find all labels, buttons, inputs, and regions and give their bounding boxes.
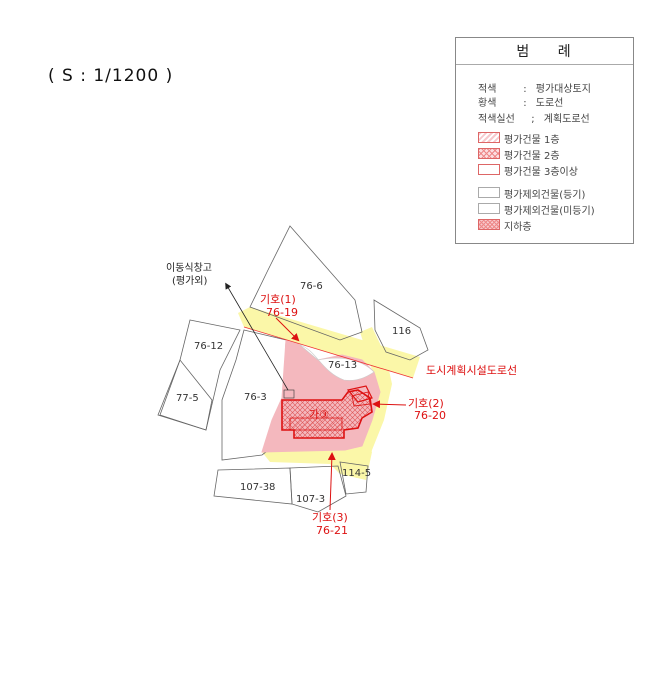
mark2-title: 기호(2): [408, 397, 444, 410]
legend-key: 적색실선: [478, 114, 515, 125]
parcel-label: 77-5: [176, 393, 199, 404]
parcel-label: 76-12: [194, 341, 223, 352]
parcel-76-6: [249, 225, 363, 341]
legend-sep: :: [523, 98, 527, 109]
legend-value: 계획도로선: [543, 114, 590, 125]
mark1-arrow: [275, 317, 300, 342]
parcel-114-5: [339, 461, 369, 495]
legend-key: 적색: [478, 84, 497, 95]
parcel-76-13-gap: [299, 344, 375, 381]
main-building: [281, 385, 373, 439]
map-scale: ( S : 1/1200 ): [48, 66, 174, 86]
mark3-arrow: [327, 452, 336, 511]
swatch-floor3-icon: [478, 164, 500, 175]
legend-item: 평가제외건물(미등기): [504, 206, 595, 217]
mark2-subtitle: 76-20: [414, 409, 446, 422]
building-label: 가③: [309, 408, 329, 421]
legend-line-yellow: 황색 : 도로선: [478, 94, 563, 109]
parcel-76-12: [157, 319, 241, 431]
parcel-label: 116: [392, 326, 411, 337]
swatch-excluded-registered-icon: [478, 187, 500, 198]
legend-item: 평가건물 3층이상: [504, 167, 578, 178]
legend-box: 범 례 적색 : 평가대상토지 황색 : 도로선 적색실선 ; 계획도로선 평가…: [455, 37, 634, 244]
legend-item: 평가제외건물(등기): [504, 190, 586, 201]
warehouse-box: [283, 389, 295, 399]
legend-value: 도로선: [535, 98, 564, 109]
mark3-subtitle: 76-21: [316, 524, 348, 537]
planned-road-line: [243, 326, 414, 379]
legend-title: 범 례: [516, 44, 583, 60]
parcel-77-5: [159, 359, 213, 431]
mark1-subtitle: 76-19: [266, 306, 298, 319]
legend-line-red: 적색 : 평가대상토지: [478, 80, 591, 95]
legend-divider: [456, 64, 633, 65]
mark3-title: 기호(3): [312, 511, 348, 524]
parcel-label: 76-3: [244, 392, 267, 403]
swatch-basement-icon: [478, 219, 500, 230]
legend-item: 평가건물 2층: [504, 151, 560, 162]
legend-line-plan: 적색실선 ; 계획도로선: [478, 110, 590, 125]
swatch-floor1-icon: [478, 132, 500, 143]
parcel-107-3: [289, 465, 347, 513]
warehouse-title: 이동식창고: [166, 262, 212, 274]
legend-value: 평가대상토지: [535, 84, 591, 95]
parcel-label: 114-5: [342, 468, 371, 479]
swatch-excluded-unregistered-icon: [478, 203, 500, 214]
legend-key: 황색: [478, 98, 497, 109]
legend-sep: ;: [531, 114, 535, 125]
swatch-floor2-icon: [478, 148, 500, 159]
mark2-arrow: [372, 400, 407, 409]
legend-item: 지하층: [504, 222, 532, 233]
parcel-label: 107-3: [296, 494, 325, 505]
parcel-label: 76-13: [328, 360, 357, 371]
warehouse-arrow: [225, 282, 289, 391]
parcel-label: 76-6: [300, 281, 323, 292]
legend-sep: :: [523, 84, 527, 95]
warehouse-subtitle: (평가외): [172, 275, 208, 287]
road-plan-label: 도시계획시설도로선: [426, 364, 517, 377]
parcel-label: 107-38: [240, 482, 275, 493]
parcel-116: [373, 299, 429, 361]
road-lower: [262, 446, 372, 480]
legend-item: 평가건물 1층: [504, 135, 560, 146]
mark1-title: 기호(1): [260, 293, 296, 306]
